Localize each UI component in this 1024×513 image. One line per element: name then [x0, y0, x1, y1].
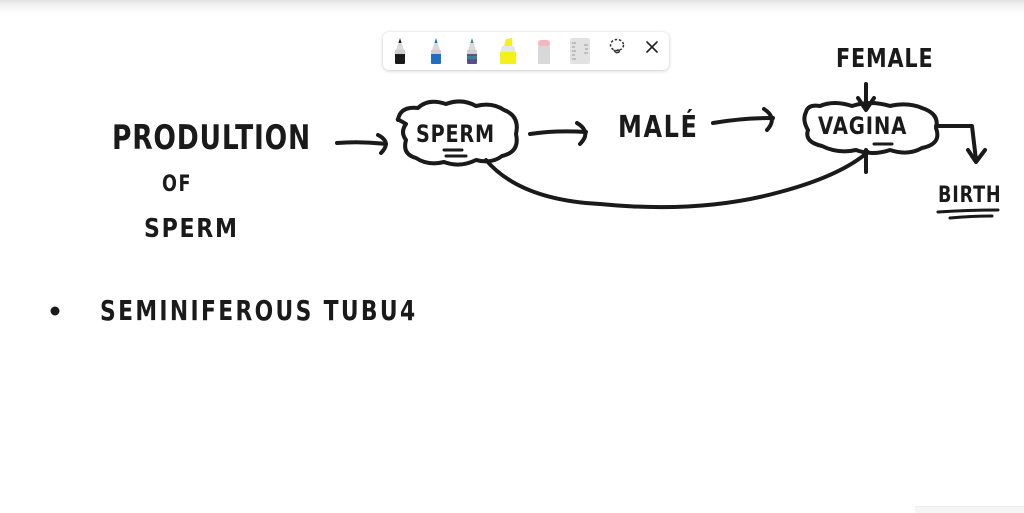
- lasso-icon: [609, 38, 625, 54]
- arrow-sperm-to-male: [528, 121, 588, 146]
- galaxy-pen-icon: [467, 38, 477, 64]
- node-vagina-label: VAGINA: [818, 112, 908, 140]
- arrow-vagina-to-birth: [934, 124, 987, 164]
- arrow-production-to-sperm: [335, 133, 388, 155]
- blue-pen-button[interactable]: [427, 36, 445, 68]
- close-icon: [646, 41, 658, 53]
- galaxy-pen-button[interactable]: [463, 36, 481, 68]
- black-pen-button[interactable]: [391, 36, 409, 68]
- heading-of: OF: [162, 172, 193, 197]
- eraser-icon: [538, 40, 550, 64]
- bullet-text: SEMINIFEROUS TUBU4: [100, 294, 418, 327]
- node-sperm-label: SPERM: [416, 120, 495, 148]
- bullet-dot: [50, 306, 60, 316]
- ink-toolbar: [383, 32, 669, 70]
- node-male-label: MALÉ: [618, 110, 699, 145]
- bottom-edge-panel: [915, 506, 1024, 513]
- heading-production: PRODULTION: [112, 118, 311, 158]
- highlighter-button[interactable]: [497, 36, 519, 68]
- black-pen-icon: [395, 38, 405, 64]
- node-female-label: FEMALE: [836, 44, 934, 74]
- lasso-select-button[interactable]: [607, 37, 627, 61]
- heading-sperm: SPERM: [144, 214, 239, 244]
- close-toolbar-button[interactable]: [643, 38, 661, 60]
- arrow-male-to-vagina: [711, 107, 775, 132]
- ruler-icon: [570, 38, 590, 64]
- window-top-edge: [0, 0, 1024, 14]
- ruler-button[interactable]: [569, 36, 591, 68]
- eraser-button[interactable]: [535, 36, 553, 68]
- highlighter-icon: [500, 38, 516, 64]
- node-birth-label: BIRTH: [938, 183, 1002, 208]
- curve-sperm-to-vagina: [484, 150, 870, 210]
- arrow-female-to-vagina: [856, 82, 876, 112]
- blue-pen-icon: [431, 38, 441, 64]
